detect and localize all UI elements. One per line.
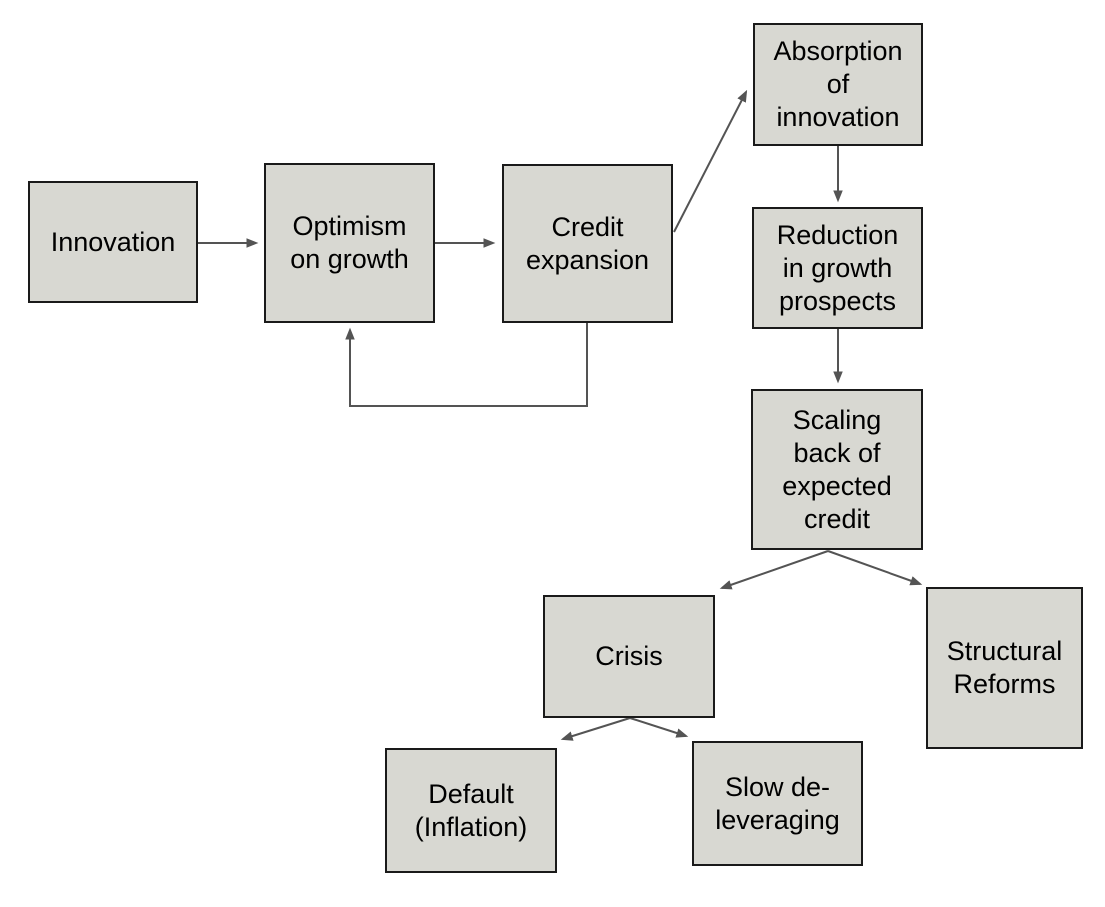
node-absorption-of-innovation: Absorption of innovation [753,23,923,146]
edge-credit-to-optimism-feedback [345,323,588,407]
edge-credit-to-absorption [673,89,748,233]
node-scaling-back-of-expected-credit: Scaling back of expected credit [751,389,923,550]
edge-crisis-to-default [560,717,631,741]
edge-crisis-to-slow-deleveraging [629,717,689,738]
node-crisis: Crisis [543,595,715,718]
edge-scaling-to-crisis [719,550,829,590]
edge-scaling-to-structural-reforms [827,550,923,586]
node-optimism-on-growth: Optimism on growth [264,163,435,323]
node-slow-de-leveraging: Slow de- leveraging [692,741,863,866]
node-credit-expansion: Credit expansion [502,164,673,323]
node-default-inflation: Default (Inflation) [385,748,557,873]
node-structural-reforms: Structural Reforms [926,587,1083,749]
node-innovation: Innovation [28,181,198,303]
node-reduction-in-growth-prospects: Reduction in growth prospects [752,207,923,329]
